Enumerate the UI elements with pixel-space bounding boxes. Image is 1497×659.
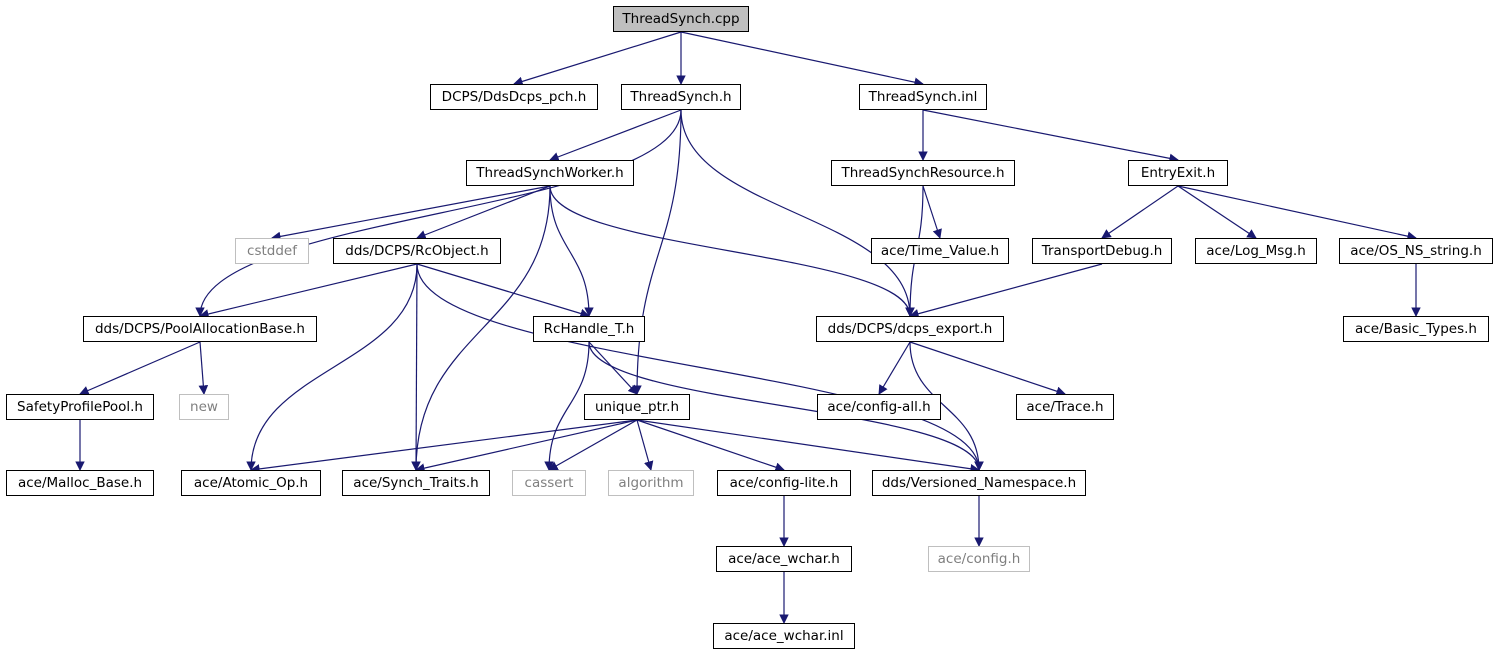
node-atomic-op[interactable]: ace/Atomic_Op.h (181, 470, 321, 496)
node-rchandle-t[interactable]: RcHandle_T.h (533, 316, 645, 342)
node-basic-types[interactable]: ace/Basic_Types.h (1343, 316, 1489, 342)
node-threadsynchresource[interactable]: ThreadSynchResource.h (831, 160, 1015, 186)
edge-unique_ptr-to-Atomic_Op (250, 419, 638, 474)
edge-EntryExit-to-TransportDebug (1101, 185, 1179, 239)
edge-unique_ptr-to-algorithm (636, 419, 654, 471)
node-entryexit[interactable]: EntryExit.h (1128, 160, 1228, 186)
node-log-msg[interactable]: ace/Log_Msg.h (1195, 238, 1317, 264)
edge-dcps_export-to-Trace (909, 341, 1066, 396)
edge-ThreadSynchWorker-to-RcObject (416, 185, 551, 240)
node-threadsynch-inl[interactable]: ThreadSynch.inl (859, 84, 987, 110)
node-dcps-export[interactable]: dds/DCPS/dcps_export.h (816, 316, 1004, 342)
node-malloc-base[interactable]: ace/Malloc_Base.h (6, 470, 154, 496)
edge-EntryExit-to-Log_Msg (1177, 185, 1257, 239)
node-threadsynch-h[interactable]: ThreadSynch.h (621, 84, 741, 110)
edge-ThreadSynchWorker-to-cstddef (271, 185, 551, 242)
edge-ThreadSynchResource-to-Time_Value (922, 185, 942, 239)
edge-RcHandle_T-to-cassert (544, 341, 590, 471)
edge-dcps_export-to-Versioned_Namespace (909, 341, 984, 471)
node-config-h: ace/config.h (928, 546, 1030, 572)
edge-ThreadSynch_cpp-to-DdsDcps_pch (513, 31, 682, 87)
node-transportdebug[interactable]: TransportDebug.h (1032, 238, 1172, 264)
node-config-lite[interactable]: ace/config-lite.h (717, 470, 851, 496)
edge-ThreadSynch_h-to-ThreadSynchWorker (549, 109, 682, 162)
edge-ThreadSynchWorker-to-RcHandle_T (549, 185, 594, 317)
node-time-value[interactable]: ace/Time_Value.h (871, 238, 1009, 264)
edge-RcObject-to-Atomic_Op (246, 263, 418, 471)
node-safetyprofilepool[interactable]: SafetyProfilePool.h (6, 394, 154, 420)
edge-ThreadSynch_h-to-dcps_export (680, 109, 915, 317)
node-rcobject[interactable]: dds/DCPS/RcObject.h (333, 238, 501, 264)
node-ace-wchar-inl[interactable]: ace/ace_wchar.inl (713, 623, 855, 649)
node-trace[interactable]: ace/Trace.h (1016, 394, 1114, 420)
edge-ThreadSynch_h-to-PoolAllocationBase (195, 109, 682, 317)
edge-unique_ptr-to-cassert (548, 419, 638, 471)
edge-TransportDebug-to-dcps_export (909, 263, 1103, 319)
node-config-all[interactable]: ace/config-all.h (817, 394, 941, 420)
node-ace-wchar-h[interactable]: ace/ace_wchar.h (716, 546, 852, 572)
edge-ThreadSynchWorker-to-dcps_export (549, 185, 915, 317)
node-os-ns-string[interactable]: ace/OS_NS_string.h (1339, 238, 1493, 264)
node-synch-traits[interactable]: ace/Synch_Traits.h (342, 470, 490, 496)
edge-unique_ptr-to-Versioned_Namespace (636, 419, 980, 474)
node-new: new (179, 394, 229, 420)
node-algorithm: algorithm (608, 470, 694, 496)
node-unique-ptr[interactable]: unique_ptr.h (584, 394, 690, 420)
edge-ThreadSynch_h-to-unique_ptr (632, 109, 682, 395)
node-ddsdcps-pch[interactable]: DCPS/DdsDcps_pch.h (430, 84, 598, 110)
edge-ThreadSynch_inl-to-EntryExit (922, 109, 1179, 164)
node-versioned-namespace[interactable]: dds/Versioned_Namespace.h (872, 470, 1086, 496)
edge-ThreadSynch_cpp-to-ThreadSynch_inl (680, 31, 924, 87)
node-threadsynch-cpp[interactable]: ThreadSynch.cpp (613, 6, 749, 32)
edge-ThreadSynchWorker-to-Synch_Traits (411, 185, 551, 471)
edge-unique_ptr-to-config_lite (636, 419, 785, 472)
edge-RcObject-to-Versioned_Namespace (416, 263, 984, 471)
edge-RcObject-to-Synch_Traits (411, 263, 421, 471)
node-cassert: cassert (512, 470, 586, 496)
edge-dcps_export-to-config_all (878, 341, 911, 395)
edge-PoolAllocationBase-to-new (198, 341, 209, 395)
edge-RcHandle_T-to-Versioned_Namespace (588, 341, 984, 471)
edge-EntryExit-to-OS_NS_string (1177, 185, 1417, 241)
edge-unique_ptr-to-Synch_Traits (415, 419, 638, 473)
node-poolallocationbase[interactable]: dds/DCPS/PoolAllocationBase.h (83, 316, 317, 342)
node-cstddef: cstddef (235, 238, 309, 264)
edge-RcObject-to-RcHandle_T (416, 263, 590, 319)
node-threadsynchworker[interactable]: ThreadSynchWorker.h (466, 160, 634, 186)
edge-RcObject-to-PoolAllocationBase (199, 263, 418, 319)
edge-PoolAllocationBase-to-SafetyProfilePool (79, 341, 201, 395)
edge-RcHandle_T-to-unique_ptr (588, 341, 638, 395)
